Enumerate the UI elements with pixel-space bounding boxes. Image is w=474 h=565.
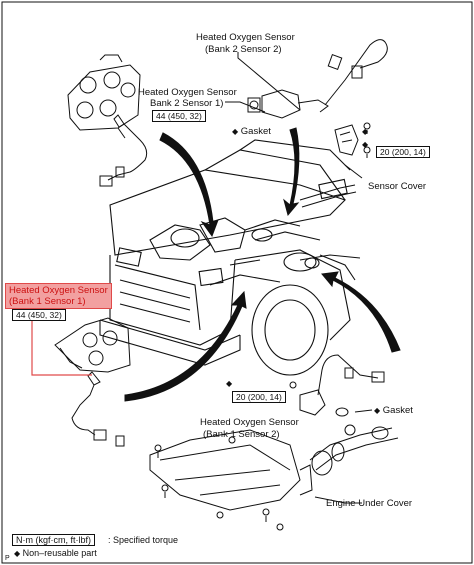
label-b2s1-line1: Heated Oxygen Sensor <box>138 87 237 98</box>
nonreusable-diamond-icon: ◆ <box>232 127 239 136</box>
exhaust-manifold-bank2 <box>67 54 141 139</box>
engine-under-cover-part <box>149 429 313 531</box>
label-engine-under-cover: Engine Under Cover <box>326 498 413 509</box>
legend-unit-box: N·m (kgf·cm, ft·lbf) <box>12 534 95 546</box>
sensor-bank1-sensor2 <box>289 354 385 436</box>
label-gasket-top: ◆ Gasket <box>232 126 271 137</box>
torque-cover-lower: 20 (200, 14) <box>232 391 286 403</box>
arrow-b1s1 <box>124 290 247 402</box>
label-b1s2-line1: Heated Oxygen Sensor <box>200 417 299 428</box>
sensor-cover-part <box>334 122 371 158</box>
label-gasket-bottom: ◆ Gasket <box>374 405 413 416</box>
arrow-b2s1 <box>159 132 219 238</box>
label-b1s1-highlight: Heated Oxygen Sensor (Bank 1 Sensor 1) <box>5 283 112 309</box>
b1s1-leader <box>31 318 92 376</box>
drive-shaft <box>309 426 399 476</box>
torque-b1s1: 44 (450, 32) <box>12 309 66 321</box>
label-b2s1-line2: Bank 2 Sensor 1) <box>150 98 224 109</box>
corner-mark: P <box>5 555 10 562</box>
marker-nonreusable-a: ◆ <box>362 127 369 136</box>
label-sensor-cover: Sensor Cover <box>368 181 427 192</box>
label-b2s2-line2: (Bank 2 Sensor 2) <box>205 44 282 55</box>
label-b1s2-line2: (Bank 1 Sensor 2) <box>203 429 280 440</box>
marker-nonreusable-c: ◆ <box>226 379 233 388</box>
marker-nonreusable-b: ◆ <box>362 140 369 149</box>
exhaust-manifold-bank1 <box>54 317 131 373</box>
arrow-b2s2 <box>283 127 300 217</box>
arrow-b1s2 <box>321 271 401 353</box>
nonreusable-diamond-icon: ◆ <box>14 549 21 558</box>
direction-arrows <box>124 127 401 402</box>
legend-unit-desc: : Specified torque <box>108 535 179 545</box>
sensor-bank2-sensor1 <box>99 114 148 187</box>
sensor-bank1-sensor1 <box>71 371 125 447</box>
torque-cover-upper: 20 (200, 14) <box>376 146 430 158</box>
label-b2s2-line1: Heated Oxygen Sensor <box>196 32 295 43</box>
torque-b2s1: 44 (450, 32) <box>152 110 206 122</box>
vehicle-body <box>99 139 361 376</box>
legend-nonreuse: ◆ Non–reusable part <box>14 548 97 558</box>
